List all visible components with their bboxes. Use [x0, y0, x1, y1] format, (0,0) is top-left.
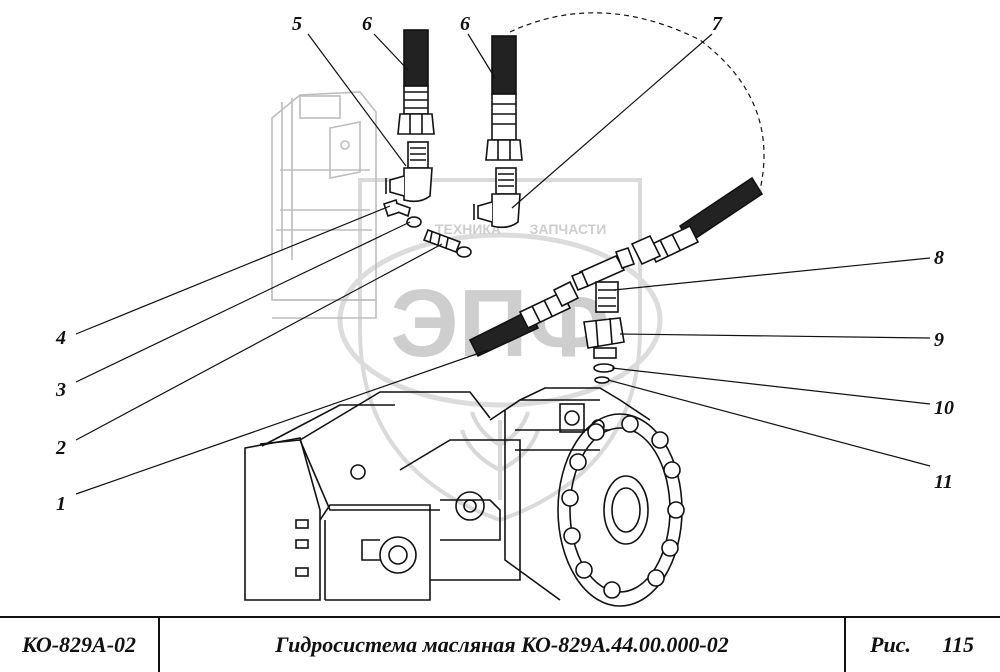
callout-9: 9: [934, 329, 944, 351]
callout-4: 4: [55, 327, 66, 349]
lock-nut: [583, 317, 625, 359]
watermark-ellipse: [337, 232, 663, 408]
callout-3: 3: [55, 379, 66, 401]
callout-labels: 5 6 6 7 8 9 10 11 4 3 2 1: [55, 13, 954, 515]
drawing-title: Гидросистема масляная КО-829А.44.00.000-…: [160, 618, 846, 672]
watermark-right-word: ЗАПЧАСТИ: [530, 221, 607, 237]
hydraulic-pump-assembly: [244, 387, 685, 607]
figure-number: 115: [942, 632, 974, 657]
figure-reference: Рис. 115: [846, 618, 1000, 672]
figure-label: Рис.: [870, 632, 911, 657]
callout-8: 8: [934, 247, 944, 269]
model-code: КО-829А-02: [0, 618, 160, 672]
callout-10: 10: [934, 397, 954, 419]
callout-6-right: 6: [460, 13, 470, 35]
elbow-fitting-right: [473, 167, 521, 229]
hose-diagonal-right: [630, 176, 764, 266]
tee-fitting: [570, 246, 636, 313]
small-fasteners: [382, 198, 472, 258]
watermark-left-word: ТЕХНИКА: [435, 221, 501, 237]
exploded-view-drawing: ЭПФ ТЕХНИКА ЗАПЧАСТИ: [55, 12, 954, 607]
leader-lines: [75, 33, 931, 495]
hose-middle: [485, 35, 523, 161]
callout-1: 1: [56, 493, 66, 515]
hose-diagonal-left: [468, 280, 580, 358]
callout-6-left: 6: [362, 13, 372, 35]
title-block: КО-829А-02 Гидросистема масляная КО-829А…: [0, 616, 1000, 672]
background-housing: [271, 91, 377, 319]
callout-5: 5: [292, 13, 302, 35]
watermark-wheat-icon: [460, 411, 540, 500]
callout-2: 2: [55, 437, 66, 459]
elbow-fitting-left: [385, 141, 433, 203]
callout-7: 7: [712, 13, 723, 35]
hose-left: [397, 29, 435, 135]
hose-route-dashed: [509, 12, 765, 191]
callout-11: 11: [934, 471, 953, 493]
